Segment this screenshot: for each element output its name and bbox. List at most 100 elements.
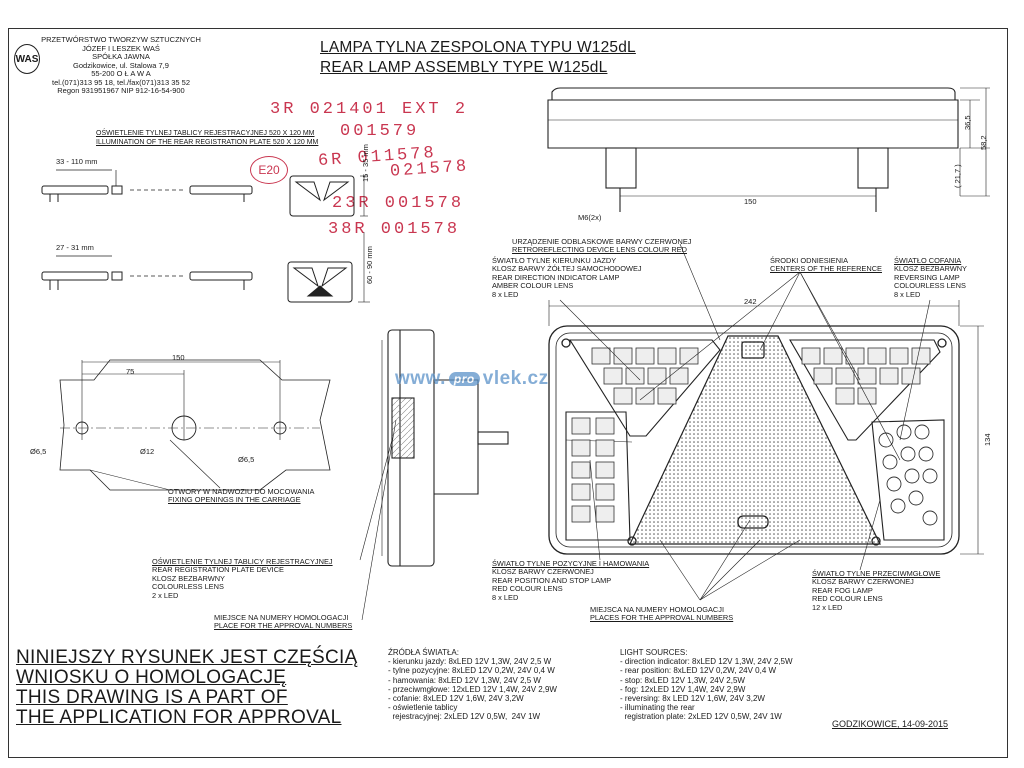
company-line: tel.(071)313 95 18, tel./fax(071)313 35 … bbox=[51, 77, 190, 87]
callout-plate-device: OŚWIETLENIE TYLNEJ TABLICY REJESTRACYJNE… bbox=[152, 557, 333, 600]
company-line: PRZETWÓRSTWO TWORZYW SZTUCZNYCH bbox=[41, 35, 201, 44]
note-line: WNIOSKU O HOMOLOGACJĘ bbox=[16, 667, 287, 688]
callout-line: KLOSZ BEZBARWNY bbox=[152, 573, 225, 583]
footer-place-date: GODZIKOWICE, 14-09-2015 bbox=[832, 719, 949, 729]
company-line: Godzikowice, ul. Stalowa 7,9 bbox=[73, 60, 169, 70]
company-line: JÓZEF I LESZEK WAŚ bbox=[82, 43, 160, 53]
callout-line: PLACE FOR THE APPROVAL NUMBERS bbox=[214, 621, 353, 631]
callout-fixing: OTWORY W NADWOZIU DO MOCOWANIA FIXING OP… bbox=[168, 487, 315, 505]
dim-spacing: 150 bbox=[744, 197, 757, 206]
approval-stamp: 3R 021401 EXT 2 bbox=[270, 100, 469, 119]
light-sources-en: LIGHT SOURCES: - direction indicator: 8x… bbox=[620, 648, 793, 722]
dim-d65-right: Ø6,5 bbox=[238, 455, 255, 464]
note-line: THIS DRAWING IS A PART OF bbox=[16, 687, 288, 708]
callout-line: MIEJSCE NA NUMERY HOMOLOGACJI bbox=[214, 613, 349, 622]
callout-line: RED COLOUR LENS bbox=[492, 584, 563, 594]
dim-hole-75: 75 bbox=[126, 367, 135, 376]
callout-indicator: ŚWIATŁO TYLNE KIERUNKU JAZDY KLOSZ BARWY… bbox=[492, 256, 642, 299]
callout-line: FIXING OPENINGS IN THE CARRIAGE bbox=[168, 495, 301, 505]
leader-lines bbox=[169, 243, 931, 621]
front-view-small-1 bbox=[289, 175, 368, 217]
dim-d65-left: Ø6,5 bbox=[30, 447, 47, 456]
callout-line: URZĄDZENIE ODBLASKOWE BARWY CZERWONEJ bbox=[512, 237, 692, 246]
callout-centers: ŚRODKI ODNIESIENIA CENTERS OF THE REFERE… bbox=[770, 256, 882, 274]
dim-hole-150: 150 bbox=[172, 353, 185, 362]
callout-line: 2 x LED bbox=[152, 590, 179, 600]
callout-line: REAR FOG LAMP bbox=[812, 585, 873, 595]
led-indicator-grid bbox=[591, 347, 699, 405]
e-mark-text: E20 bbox=[258, 163, 280, 177]
drawing-frame bbox=[8, 28, 1008, 758]
dim-top-h3: ( 21,7 ) bbox=[953, 164, 962, 188]
watermark-post: vlek.cz bbox=[482, 368, 549, 389]
callout-line: AMBER COLOUR LENS bbox=[492, 281, 574, 291]
callout-line: MIEJSCA NA NUMERY HOMOLOGACJI bbox=[590, 605, 725, 614]
side-view-2 bbox=[41, 255, 253, 290]
callout-line: ŚWIATŁO COFANIA bbox=[894, 256, 962, 265]
callout-line: REAR DIRECTION INDICATOR LAMP bbox=[492, 272, 620, 282]
mounting-holes bbox=[59, 359, 331, 491]
plate-label-pl: OŚWIETLENIE TYLNEJ TABLICY REJESTRACYJNE… bbox=[96, 130, 315, 137]
led-fog-grid bbox=[801, 347, 931, 405]
dim-vert-2: 60 - 90 mm bbox=[365, 246, 374, 284]
callout-line: KLOSZ BEZBARWNY bbox=[894, 264, 967, 274]
callout-line: PLACES FOR THE APPROVAL NUMBERS bbox=[590, 613, 734, 623]
callout-line: COLOURLESS LENS bbox=[894, 281, 966, 291]
callout-line: RED COLOUR LENS bbox=[812, 594, 883, 604]
company-line: SPÓŁKA JAWNA bbox=[92, 52, 150, 61]
callout-reversing: ŚWIATŁO COFANIA KLOSZ BEZBARWNY REVERSIN… bbox=[894, 256, 967, 299]
title-en: REAR LAMP ASSEMBLY TYPE W125dL bbox=[320, 59, 608, 76]
callout-line: REVERSING LAMP bbox=[894, 272, 960, 282]
callout-line: 8 x LED bbox=[492, 592, 519, 602]
sources-line: rejestracyjnej: 2xLED 12V 0,5W, 24V 1W bbox=[388, 712, 541, 722]
callout-line: COLOURLESS LENS bbox=[152, 582, 224, 592]
sources-line: - illuminating the rear bbox=[620, 703, 695, 713]
dim-height: 134 bbox=[983, 433, 992, 446]
sources-line: - cofanie: 8xLED 12V 1,6W, 24V 3,2W bbox=[388, 694, 524, 704]
led-reversing-grid bbox=[878, 424, 938, 526]
company-logo: WAS bbox=[14, 44, 40, 74]
title-pl: LAMPA TYLNA ZESPOLONA TYPU W125dL bbox=[320, 39, 636, 56]
callout-line: REAR POSITION AND STOP LAMP bbox=[492, 575, 612, 585]
dim-m6: M6(2x) bbox=[578, 213, 602, 222]
sources-line: - fog: 12xLED 12V 1,4W, 24V 2,9W bbox=[620, 684, 746, 694]
sources-line: - tylne pozycyjne: 8xLED 12V 0,2W, 24V 0… bbox=[388, 666, 555, 676]
sources-line: - direction indicator: 8xLED 12V 1,3W, 2… bbox=[620, 657, 793, 667]
watermark-badge: pro bbox=[448, 371, 480, 386]
watermark-pre: www. bbox=[395, 368, 446, 389]
callout-approval-right: MIEJSCA NA NUMERY HOMOLOGACJI PLACES FOR… bbox=[590, 605, 734, 623]
callout-line: ŚRODKI ODNIESIENIA bbox=[770, 256, 849, 265]
callout-line: ŚWIATŁO TYLNE PRZECIWMGŁOWE bbox=[812, 569, 941, 578]
main-front-view bbox=[548, 325, 960, 555]
approval-stamp: 38R 001578 bbox=[328, 220, 461, 239]
company-block: PRZETWÓRSTWO TWORZYW SZTUCZNYCH JÓZEF I … bbox=[26, 36, 216, 95]
dim-range-2: 27 - 31 mm bbox=[56, 243, 94, 252]
callout-line: KLOSZ BARWY ŻÓŁTEJ SAMOCHODOWEJ bbox=[492, 264, 642, 274]
sources-line: - kierunku jazdy: 8xLED 12V 1,3W, 24V 2,… bbox=[388, 657, 552, 667]
front-view-small-2 bbox=[287, 232, 370, 303]
dim-range-1: 33 - 110 mm bbox=[56, 157, 98, 166]
callout-line: REAR REGISTRATION PLATE DEVICE bbox=[152, 565, 284, 575]
sources-line: - hamowania: 8xLED 12V 1,3W, 24V 2,5 W bbox=[388, 675, 541, 685]
sources-line: - oświetlenie tablicy bbox=[388, 703, 458, 713]
sources-line: registration plate: 2xLED 12V 0,5W, 24V … bbox=[620, 712, 782, 722]
callout-line: OTWORY W NADWOZIU DO MOCOWANIA bbox=[168, 487, 315, 496]
callout-line: RETROREFLECTING DEVICE LENS COLOUR RED bbox=[512, 245, 687, 255]
callout-line: KLOSZ BARWY CZERWONEJ bbox=[492, 567, 594, 577]
callout-line: CENTERS OF THE REFERENCE bbox=[770, 264, 882, 274]
callout-line: 8 x LED bbox=[894, 289, 921, 299]
sources-line: - rear position: 8xLED 12V 0,2W, 24V 0,4… bbox=[620, 666, 777, 676]
sources-line: - przeciwmgłowe: 12xLED 12V 1,4W, 24V 2,… bbox=[388, 684, 557, 694]
dim-width: 242 bbox=[744, 297, 757, 306]
callout-position: ŚWIATŁO TYLNE POZYCYJNE I HAMOWANIA KLOS… bbox=[492, 559, 649, 602]
callout-line: ŚWIATŁO TYLNE KIERUNKU JAZDY bbox=[492, 256, 617, 265]
sources-line: - reversing: 8x LED 12V 1,6W, 24V 3,2W bbox=[620, 694, 765, 704]
callout-line: 12 x LED bbox=[812, 602, 843, 612]
dim-d12: Ø12 bbox=[140, 447, 155, 456]
dim-top-h2: 58,2 bbox=[979, 135, 988, 150]
callout-line: OŚWIETLENIE TYLNEJ TABLICY REJESTRACYJNE… bbox=[152, 557, 333, 566]
callout-fog: ŚWIATŁO TYLNE PRZECIWMGŁOWE KLOSZ BARWY … bbox=[812, 569, 941, 612]
note-line: THE APPLICATION FOR APPROVAL bbox=[16, 707, 342, 728]
